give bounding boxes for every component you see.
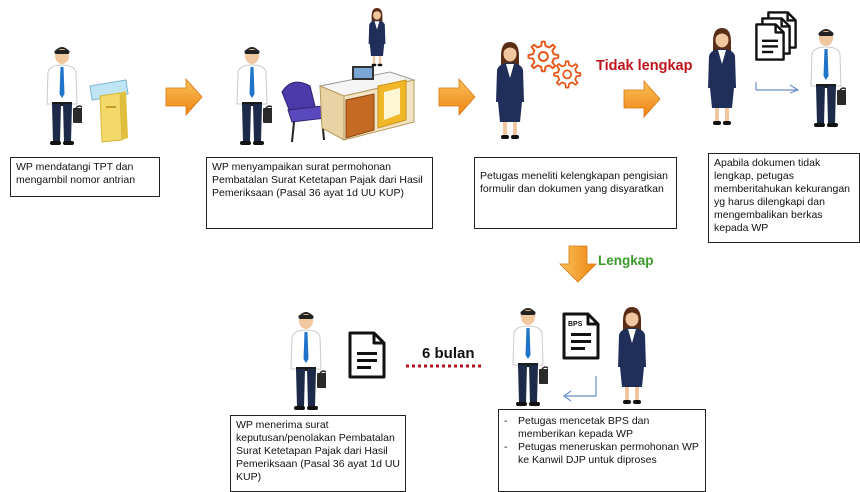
bps-label: BPS (568, 321, 583, 328)
orange-arrow-icon (558, 244, 598, 284)
duration-label: 6 bulan (422, 345, 475, 362)
gears-icon (550, 58, 582, 90)
businessman-icon (806, 28, 846, 128)
document-icon (347, 330, 387, 380)
step-4-text: Apabila dokumen tidak lengkap, petugas m… (714, 157, 850, 234)
incomplete-label: Tidak lengkap (596, 58, 693, 74)
return-arrow-icon (755, 82, 800, 94)
step-6-box: WP menerima surat keputusan/penolakan Pe… (230, 415, 406, 492)
businessman-icon (42, 46, 82, 146)
officer-woman-icon (702, 28, 742, 128)
step-3-text: Petugas meneliti kelengkapan pengisian f… (480, 170, 668, 195)
dotted-connector (406, 364, 482, 368)
businessman-icon (232, 46, 272, 146)
list-item: -Petugas mencetak BPS dan memberikan kep… (504, 415, 700, 441)
officer-woman-icon (612, 307, 652, 407)
orange-arrow-icon (437, 77, 477, 117)
orange-arrow-icon (622, 79, 662, 119)
step-4-box: Apabila dokumen tidak lengkap, petugas m… (708, 153, 860, 243)
step-2-box: WP menyampaikan surat permohonan Pembata… (206, 157, 433, 229)
step-6-text: WP menerima surat keputusan/penolakan Pe… (236, 419, 400, 483)
step-5-item-1: Petugas mencetak BPS dan memberikan kepa… (518, 415, 650, 440)
officer-woman-icon (363, 8, 391, 68)
step-3-box: Petugas meneliti kelengkapan pengisian f… (474, 157, 677, 229)
step-5-item-2: Petugas meneruskan permohonan WP ke Kanw… (518, 441, 699, 466)
complete-label: Lengkap (598, 253, 654, 268)
kiosk-icon (89, 79, 129, 143)
step-5-box: -Petugas mencetak BPS dan memberikan kep… (498, 409, 706, 492)
step-1-box: WP mendatangi TPT dan mengambil nomor an… (10, 157, 160, 197)
office-desk-icon (281, 66, 416, 143)
return-arrow-icon (562, 376, 597, 402)
step-1-text: WP mendatangi TPT dan mengambil nomor an… (16, 161, 136, 186)
step-2-text: WP menyampaikan surat permohonan Pembata… (212, 161, 423, 199)
bps-document-icon: BPS (561, 311, 601, 361)
businessman-icon (508, 307, 548, 407)
orange-arrow-icon (164, 77, 204, 117)
businessman-icon (286, 311, 326, 411)
list-item: -Petugas meneruskan permohonan WP ke Kan… (504, 441, 699, 466)
documents-stack-icon (755, 11, 797, 61)
